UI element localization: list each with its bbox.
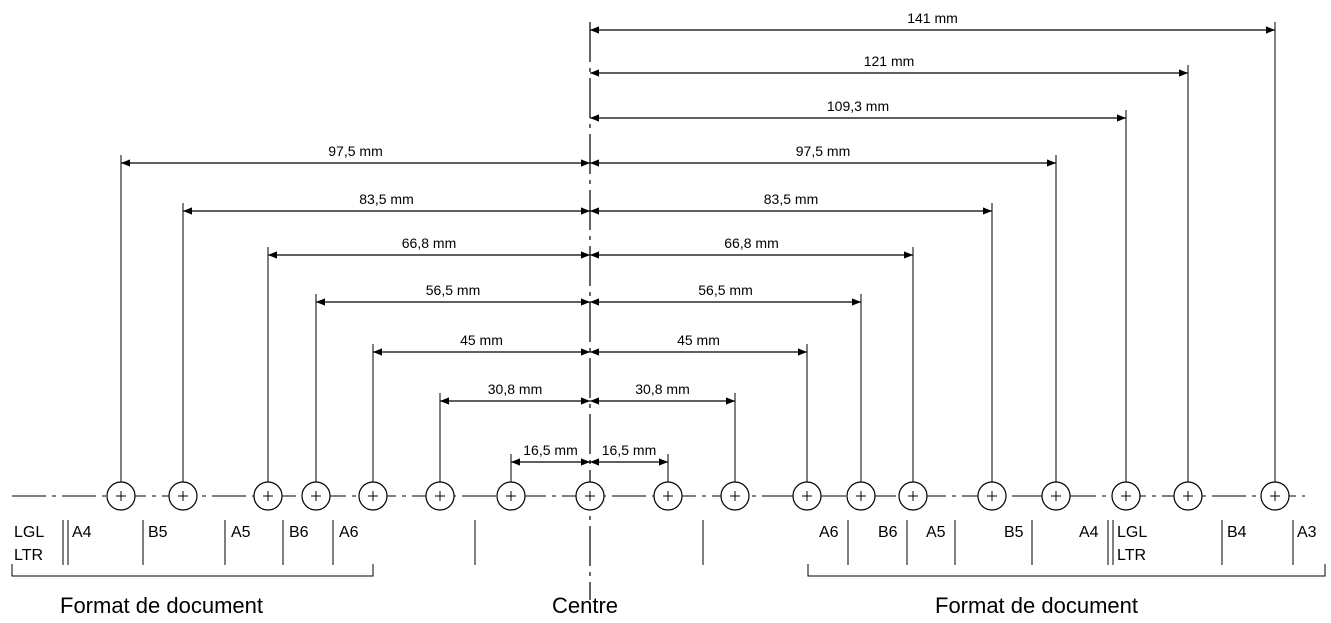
format-label-a6-left: A6 [339, 524, 359, 541]
format-label-a4-right: A4 [1079, 524, 1099, 541]
right-dimension-label: 45 mm [677, 332, 720, 348]
right-format-bracket [807, 564, 1326, 577]
left-dimension-label: 16,5 mm [523, 442, 577, 458]
left-dimension-label: 30,8 mm [488, 381, 542, 397]
format-label-a3-right: A3 [1297, 524, 1317, 541]
format-label-lgl-left: LGL [14, 524, 44, 541]
format-label-a6-right: A6 [819, 524, 839, 541]
right-dimension-label: 83,5 mm [764, 191, 818, 207]
left-dimension-label: 97,5 mm [328, 143, 382, 159]
format-label-a5-left: A5 [231, 524, 251, 541]
right-dimension-label: 16,5 mm [602, 442, 656, 458]
format-label-b5-left: B5 [148, 524, 168, 541]
format-label-a5-right: A5 [926, 524, 946, 541]
caption-right: Format de document [935, 593, 1138, 618]
left-format-bracket [11, 564, 374, 577]
right-dimensions: 141 mm 121 mm 109,3 mm 97,5 mm 83,5 mm 66,8 m… [590, 10, 1276, 482]
format-label-b5-right: B5 [1004, 524, 1024, 541]
left-dimension-label: 66,8 mm [402, 235, 456, 251]
format-labels: LGL LTR A4 B5 A5 B6 A6 A6 B6 A5 B5 A4 LG… [14, 524, 1317, 564]
format-ticks [62, 520, 1294, 565]
format-label-ltr-left: LTR [14, 547, 43, 564]
right-dimension-label: 66,8 mm [724, 235, 778, 251]
format-label-b6-left: B6 [289, 524, 309, 541]
format-label-a4-left: A4 [72, 524, 92, 541]
right-dimension-label: 56,5 mm [698, 282, 752, 298]
right-dimension-label: 97,5 mm [796, 143, 850, 159]
punch-holes [106, 481, 1290, 511]
format-label-lgl-right: LGL [1117, 524, 1147, 541]
right-dimension-label: 30,8 mm [635, 381, 689, 397]
left-dimension-label: 83,5 mm [359, 191, 413, 207]
left-dimension-label: 56,5 mm [426, 282, 480, 298]
caption-left: Format de document [60, 593, 263, 618]
left-dimensions: 97,5 mm 83,5 mm 66,8 mm 56,5 mm 45 mm 30,8 mm… [120, 143, 590, 482]
right-dimension-label: 141 mm [907, 10, 958, 26]
format-label-b6-right: B6 [878, 524, 898, 541]
caption-centre: Centre [552, 593, 618, 618]
format-label-ltr-right: LTR [1117, 547, 1146, 564]
right-dimension-label: 109,3 mm [827, 98, 889, 114]
left-dimension-label: 45 mm [460, 332, 503, 348]
right-dimension-label: 121 mm [864, 53, 915, 69]
format-label-b4-right: B4 [1227, 524, 1247, 541]
